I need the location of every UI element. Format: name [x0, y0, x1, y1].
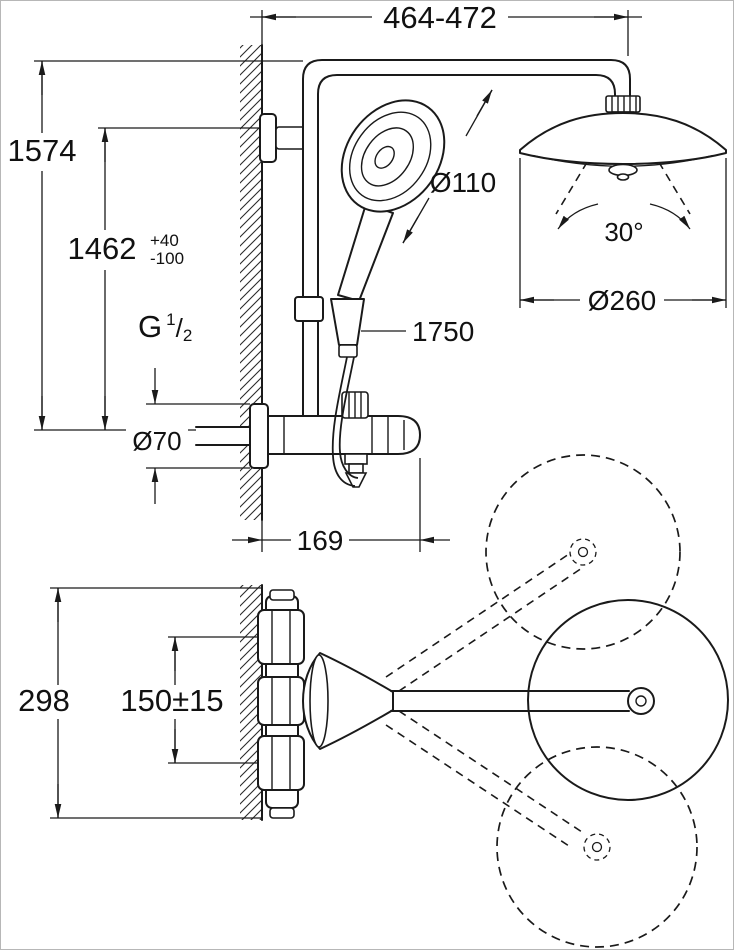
valve-front-view — [257, 589, 305, 819]
head-shower — [519, 95, 727, 215]
wall-hatch-band-plan — [240, 585, 262, 820]
outlet-fitting-center — [257, 676, 305, 726]
dim-head-shower-diameter-text: Ø260 — [588, 285, 657, 316]
swivel-range-view: 298 150±15 — [18, 454, 729, 948]
arm-joint-inner — [635, 695, 647, 707]
thread-g: G — [138, 309, 162, 344]
thread-numerator: 1 — [166, 310, 175, 329]
thread-denominator: 2 — [183, 326, 192, 345]
lower-joint-outer — [583, 833, 611, 861]
hose-outlet-neck — [348, 463, 364, 474]
dim-hand-shower-height: 1462 +40 -100 — [68, 128, 184, 430]
valve-bottom-cap — [269, 807, 295, 819]
hand-shower-head — [340, 99, 446, 213]
thread-slash: / — [176, 313, 184, 343]
text-mask — [126, 428, 188, 456]
dim-valve-height: 298 — [18, 588, 70, 818]
wall-bracket — [259, 113, 307, 163]
dim-swivel-angle-text: 30° — [604, 217, 643, 247]
dim-width-range-text: 464-472 — [383, 0, 497, 35]
thermostat-valve — [195, 391, 421, 488]
lower-joint-inner — [591, 841, 603, 853]
dim-hand-shower-diameter: Ø110 — [402, 89, 496, 244]
dim-escutcheon-diameter: Ø70 — [126, 368, 188, 504]
dim-hand-shower-height-text: 1462 — [68, 231, 137, 266]
swivel-positions — [385, 454, 698, 948]
hand-shower-handle — [337, 203, 394, 302]
dim-inlet-spacing-text: 150±15 — [120, 683, 223, 718]
dim-total-height: 1574 — [8, 61, 77, 430]
escutcheon — [249, 403, 269, 469]
upper-joint-inner — [577, 546, 589, 558]
inlet-fitting-bottom — [257, 735, 305, 791]
head-shower-body — [519, 112, 727, 165]
dim-hose-length-text: 1750 — [412, 316, 474, 347]
arm-assembly — [302, 652, 655, 750]
dim-swivel-angle: 30° — [557, 203, 691, 247]
holder-cone — [330, 298, 365, 346]
tolerance-minus-text: -100 — [150, 249, 184, 268]
supply-pipe-mask — [196, 426, 252, 444]
valve-body — [267, 415, 421, 455]
hose-outlet-base — [344, 453, 368, 465]
upper-joint-outer — [569, 538, 597, 566]
dim-head-shower-diameter: Ø260 — [520, 285, 726, 316]
bell-mouth — [309, 654, 329, 748]
dim-projection-text: 169 — [297, 525, 344, 556]
inlet-fitting-top — [257, 609, 305, 665]
dim-escutcheon-diameter-text: Ø70 — [132, 426, 181, 456]
head-shower-plan-circle — [527, 599, 729, 801]
rail-holder-clamp — [294, 296, 324, 322]
valve-body-grooves — [283, 416, 405, 454]
nut-knurling — [611, 96, 637, 112]
arm-joint-outer — [627, 687, 655, 715]
front-elevation: 464-472 1574 1462 +40 -100 G1/2 — [8, 0, 727, 556]
plan-dimensions: 298 150±15 — [18, 588, 224, 818]
head-position-upper — [485, 454, 681, 650]
hose-nut — [338, 344, 358, 358]
wall-hatch-band — [240, 45, 262, 520]
tolerance-plus-text: +40 — [150, 231, 179, 250]
dim-inlet-spacing: 150±15 — [120, 637, 224, 763]
dim-projection: 169 — [232, 525, 450, 556]
shower-hose — [331, 356, 359, 487]
head-position-lower — [496, 746, 698, 948]
head-shower-nub — [616, 173, 630, 181]
valve-top-cap — [269, 589, 295, 601]
diverter-knurling — [348, 392, 362, 418]
dim-width-range: 464-472 — [250, 0, 642, 35]
dim-hand-shower-diameter-text: Ø110 — [430, 167, 496, 198]
head-shower-nut — [605, 95, 641, 113]
dim-total-height-text: 1574 — [8, 133, 77, 168]
hand-shower — [294, 99, 446, 358]
dim-valve-height-text: 298 — [18, 683, 70, 718]
phantom-arms — [385, 553, 586, 849]
